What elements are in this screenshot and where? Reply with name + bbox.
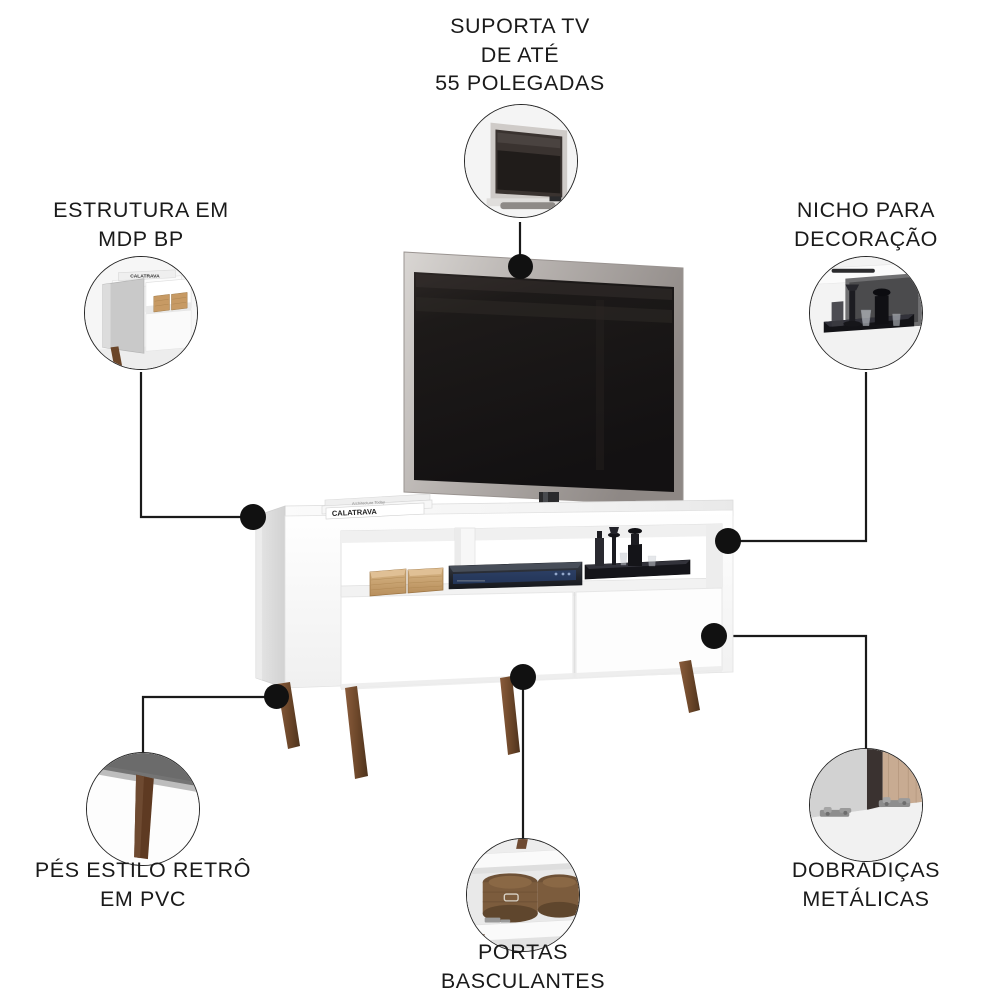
callout-bubble-niche[interactable] [809,256,923,370]
decor-niche-image [810,257,922,369]
callout-bubble-doors[interactable] [466,838,580,952]
open-door-baskets-image [467,839,579,951]
dvd-player [448,561,583,590]
label-niche: NICHO PARA DECORAÇÃO [794,198,938,251]
svg-text:Architecture Today: Architecture Today [352,499,385,506]
label-legs: PÉS ESTILO RETRÔ EM PVC [34,858,252,911]
anchor-dot-doors[interactable] [510,664,536,690]
callout-bubble-structure[interactable]: CALATRAVA [84,256,198,370]
cabinet: CALATRAVA Architecture Today [255,493,734,779]
anchor-dot-tv-support[interactable] [508,254,533,279]
decor-tray [584,527,691,580]
retro-leg-image [87,753,199,865]
wicker-boxes [369,567,444,597]
leg-center [500,676,520,755]
label-structure: ESTRUTURA EM MDP BP [53,198,229,251]
callout-bubble-hinges[interactable] [809,748,923,862]
book-stack: CALATRAVA Architecture Today [321,493,433,520]
callout-bubble-tv-support[interactable] [464,104,578,218]
leg-right [679,660,700,713]
anchor-dot-hinges[interactable] [701,623,727,649]
hinge-right [878,797,911,807]
tv-closeup-image [465,105,577,217]
anchor-dot-niche[interactable] [715,528,741,554]
svg-text:CALATRAVA: CALATRAVA [332,507,378,518]
label-tv-support: SUPORTA TV DE ATÉ 55 POLEGADAS [435,14,605,96]
anchor-dot-legs[interactable] [264,684,289,709]
svg-text:CALATRAVA: CALATRAVA [130,274,160,280]
label-hinges: DOBRADIÇAS METÁLICAS [791,858,941,911]
label-doors: PORTAS BASCULANTES [440,940,606,993]
metal-hinges-image [810,749,922,861]
callout-bubble-legs[interactable] [86,752,200,866]
leg-front-left-inner [345,686,368,779]
hinge-left [819,806,852,817]
cabinet-corner-mdp-image: CALATRAVA [85,257,197,369]
anchor-dot-structure[interactable] [240,504,266,530]
tv [403,251,684,521]
